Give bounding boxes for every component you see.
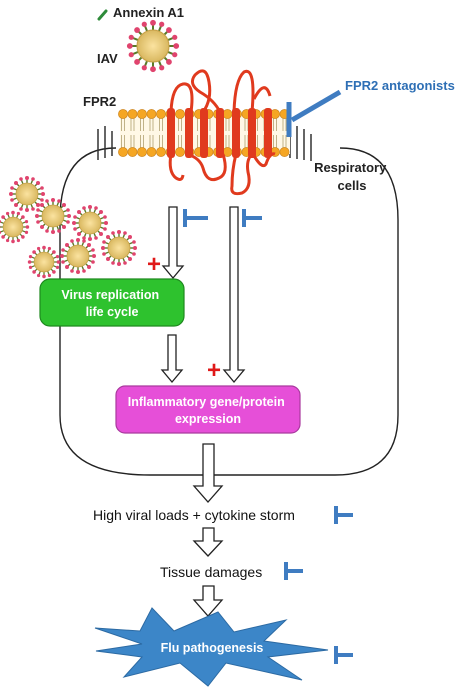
lipid-head <box>137 109 147 119</box>
iav-label: IAV <box>97 51 118 66</box>
inhibitor-icon-cytokine-storm <box>334 506 353 524</box>
lipid-head <box>146 109 157 119</box>
virus-particle-icon <box>71 204 109 242</box>
fpr2-antagonists-label: FPR2 antagonists <box>345 78 455 93</box>
lipid-head <box>175 109 185 119</box>
arrow-to-inflammatory-expression <box>222 206 246 384</box>
arrow-to-flu-pathogenesis <box>192 585 224 617</box>
virus-particles-cluster <box>0 175 138 279</box>
high-viral-loads-label: High viral loads + cytokine storm <box>93 507 295 523</box>
arrow-to-tissue-damages <box>192 527 224 557</box>
plus-sign-inflammatory: + <box>207 357 221 384</box>
inhibitor-icon-replication-path <box>183 209 208 227</box>
virus-particle-icon <box>34 197 72 235</box>
lipid-head <box>222 109 233 119</box>
cilia-left <box>97 126 113 160</box>
virus-particle-icon <box>8 175 46 213</box>
lipid-head <box>156 147 166 157</box>
virus-replication-line-1: Virus replication <box>61 288 159 302</box>
virus-replication-box: Virus replication life cycle <box>39 278 185 327</box>
flu-pathogenesis-burst: Flu pathogenesis <box>94 607 329 687</box>
virus-particle-icon <box>27 245 61 279</box>
cell-membrane-outline <box>59 147 399 476</box>
cilia-right <box>289 126 312 161</box>
respiratory-cells-label: Respiratory cells <box>314 160 390 193</box>
lipid-head <box>127 109 138 119</box>
plus-sign-replication: + <box>147 251 161 278</box>
lipid-head <box>146 147 157 157</box>
annexin-label: Annexin A1 <box>113 5 184 20</box>
inflammatory-expression-box: Inflammatory gene/protein expression <box>115 385 301 434</box>
fpr2-antagonist-inhibitor-icon <box>286 89 342 137</box>
virus-replication-line-2: life cycle <box>86 305 139 319</box>
lipid-head <box>127 147 138 157</box>
virus-particle-icon <box>0 210 30 244</box>
inflammatory-line-1: Inflammatory gene/protein <box>128 395 285 409</box>
annexin-icon <box>97 9 108 21</box>
inhibitor-icon-tissue-damages <box>284 562 303 580</box>
lipid-head <box>137 147 147 157</box>
arrow-to-high-viral-loads <box>192 443 224 503</box>
respiratory-line-2: cells <box>338 178 367 193</box>
lipid-head <box>118 147 128 157</box>
flu-pathogenesis-label: Flu pathogenesis <box>161 641 264 655</box>
fpr2-label: FPR2 <box>83 94 116 109</box>
svg-text:Inflammatory gene/protein: Inflammatory gene/protein expression <box>128 395 288 426</box>
virus-particle-icon <box>59 237 97 275</box>
iav-virus-icon <box>125 18 181 74</box>
inhibitor-icon-flu-pathogenesis <box>334 646 353 664</box>
lipid-head <box>279 147 290 157</box>
respiratory-line-1: Respiratory <box>314 160 387 175</box>
arrow-replication-to-inflammatory <box>160 334 184 384</box>
lipid-head <box>156 109 166 119</box>
svg-text:Virus replication life c: Virus replication life cycle <box>61 288 162 319</box>
arrow-to-virus-replication <box>161 206 185 280</box>
lipid-head <box>175 147 185 157</box>
virus-particle-icon <box>100 229 138 267</box>
tissue-damages-label: Tissue damages <box>160 564 262 580</box>
fpr2-receptor <box>167 69 276 196</box>
inhibitor-icon-inflammatory-path <box>242 209 262 227</box>
lipid-head <box>118 109 128 119</box>
inflammatory-line-2: expression <box>175 412 241 426</box>
